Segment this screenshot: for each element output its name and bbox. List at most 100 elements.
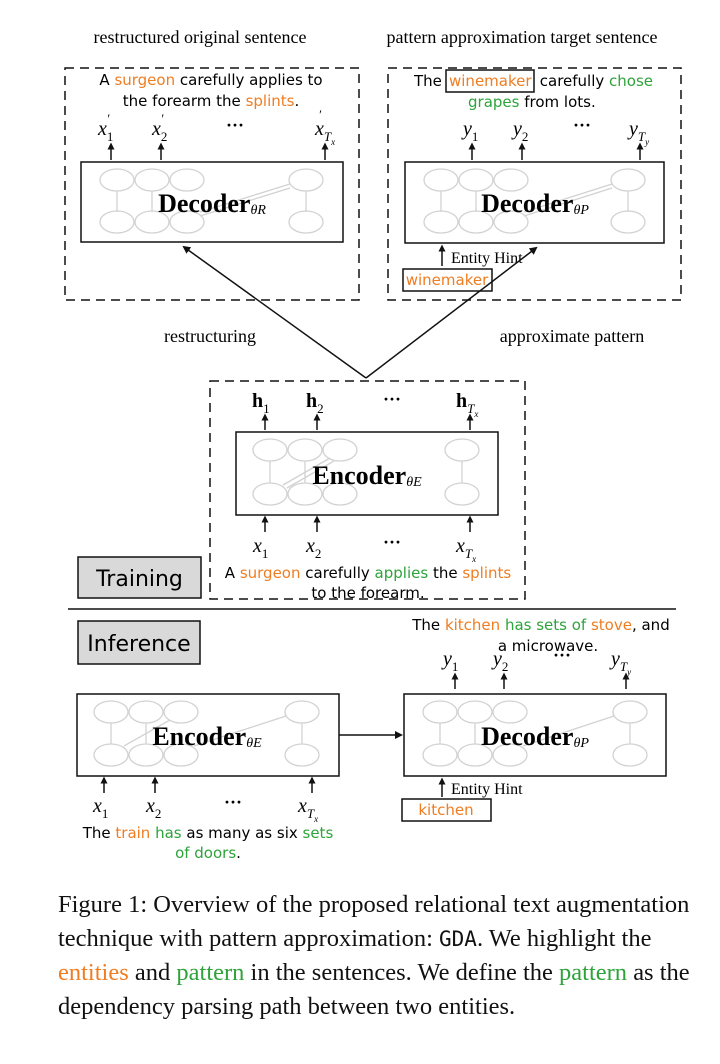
entity-winemaker: winemaker (449, 72, 532, 90)
input-xTx: xTx (297, 795, 318, 824)
pattern-sets: sets (303, 824, 334, 842)
output-ellipsis: ··· (383, 389, 401, 409)
entity-splints: splints (462, 564, 511, 582)
entity-kitchen: kitchen (445, 616, 500, 634)
output-ellipsis: ··· (226, 115, 244, 135)
entity-hint-label: Entity Hint (451, 781, 523, 798)
pattern-applies: applies (375, 564, 429, 582)
output-ellipsis: ··· (573, 115, 591, 135)
hint-word: winemaker (406, 271, 489, 289)
inference-decoder-label: DecoderθP (481, 722, 589, 751)
decoder-r-sentence-line2: the forearm the splints. (123, 92, 299, 110)
neural-net-glyph (252, 438, 480, 506)
hint-word-box (402, 268, 493, 292)
neural-net-glyph (423, 168, 646, 234)
approximate-pattern-label: approximate pattern (500, 326, 644, 346)
neural-net-glyph (93, 700, 320, 767)
hint-word-box (401, 798, 492, 822)
decoder-r-group (64, 67, 360, 301)
encoder-output-arrows (261, 413, 474, 430)
output-h2: h2 (306, 390, 324, 416)
entity-surgeon: surgeon (114, 71, 175, 89)
inference-outputs: y1 y2 ··· yTy (441, 645, 631, 677)
decoder-p-sentence-line1: The winemaker carefully chose (413, 72, 653, 90)
inference-source-line2: of doors. (175, 844, 241, 862)
entity-hint-label: Entity Hint (451, 250, 523, 267)
input-xTx: xTx (455, 535, 476, 564)
output-y1: y1 (441, 648, 458, 674)
header-pattern-target: pattern approximation target sentence (386, 27, 657, 47)
training-badge (77, 556, 202, 599)
figure-diagram: restructured original sentence pattern a… (64, 27, 682, 862)
inference-output-arrows (451, 672, 630, 689)
decoder-p-output-arrows (468, 142, 644, 160)
decoder-r-box: DecoderθR (80, 161, 344, 243)
encoder-sentence-line2: to the forearm. (311, 584, 424, 602)
input-ellipsis: ··· (224, 792, 242, 812)
output-x2: x2′ (151, 111, 167, 144)
decoder-p-box: DecoderθP (404, 161, 665, 244)
caption-entities: entities (58, 959, 129, 986)
input-x2: x2 (145, 795, 161, 821)
input-x2: x2 (305, 535, 321, 561)
pattern-grapes: grapes (468, 93, 520, 111)
decoder-p-outputs: y1 y2 ··· yTy (461, 115, 649, 147)
inference-inputs: x1 x2 ··· xTx (92, 792, 318, 824)
entity-stove: stove (586, 616, 632, 634)
encoder-group (209, 380, 526, 600)
output-y2: y2 (511, 118, 528, 144)
encoder-box: EncoderθE (235, 431, 499, 516)
output-hTx: hTx (456, 390, 478, 419)
encoder-outputs: h1 h2 ··· hTx (252, 389, 478, 419)
input-x1: x1 (252, 535, 268, 561)
pattern-of-doors: of doors (175, 844, 236, 862)
input-ellipsis: ··· (383, 532, 401, 552)
output-xTx: xTx′ (314, 107, 335, 147)
caption-pattern-2: pattern (559, 959, 628, 986)
restructuring-label: restructuring (164, 326, 256, 346)
figure-caption: Figure 1: Overview of the proposed relat… (58, 891, 690, 1020)
entity-splints: splints (246, 92, 295, 110)
inference-label: Inference (87, 632, 190, 657)
pattern-has-sets-of: has sets of (505, 616, 587, 634)
entity-train: train (115, 824, 150, 842)
inference-decoder-box: DecoderθP (403, 693, 667, 777)
output-x1: x1′ (97, 111, 113, 144)
restructuring-arrow (182, 245, 367, 379)
output-yTy: yTy (609, 648, 631, 677)
output-h1: h1 (252, 390, 270, 416)
inference-encoder-box: EncoderθE (76, 693, 340, 777)
inference-input-arrows (100, 776, 316, 793)
header-restructured: restructured original sentence (94, 27, 307, 47)
inference-encoder-label: EncoderθE (152, 722, 262, 751)
decoder-p-group (387, 67, 682, 301)
decoder-r-outputs: x1′ x2′ ··· xTx′ (97, 107, 335, 147)
encoder-label: EncoderθE (312, 461, 422, 490)
neural-net-glyph (99, 168, 324, 234)
decoder-p-label: DecoderθP (481, 189, 589, 218)
encoder-sentence-line1: A surgeon carefully applies the splints (225, 564, 512, 582)
pattern-chose: chose (609, 72, 653, 90)
caption-pattern: pattern (176, 959, 245, 986)
inference-target-line1: The kitchen has sets of stove, and (411, 616, 669, 634)
decoder-r-sentence-line1: A surgeon carefully applies to (99, 71, 322, 89)
output-ellipsis: ··· (553, 645, 571, 665)
method-name: GDA (439, 927, 477, 951)
training-label: Training (95, 567, 183, 592)
decoder-r-output-arrows (107, 142, 329, 160)
neural-net-glyph (422, 700, 648, 767)
inference-source-line1: The train has as many as six sets (82, 824, 334, 842)
input-x1: x1 (92, 795, 108, 821)
output-yTy: yTy (627, 118, 649, 147)
output-y1: y1 (461, 118, 478, 144)
pattern-has: has (150, 824, 181, 842)
encoder-input-arrows (261, 515, 474, 532)
decoder-r-label: DecoderθR (158, 189, 266, 218)
inference-badge (77, 620, 201, 665)
decoder-p-sentence-line2: grapes from lots. (468, 93, 596, 111)
approximate-pattern-arrow (365, 246, 538, 379)
encoder-inputs: x1 x2 ··· xTx (252, 532, 476, 564)
inference-target-line2: a microwave. (498, 637, 598, 655)
hint-entity-box (445, 69, 535, 93)
hint-word: kitchen (418, 801, 473, 819)
